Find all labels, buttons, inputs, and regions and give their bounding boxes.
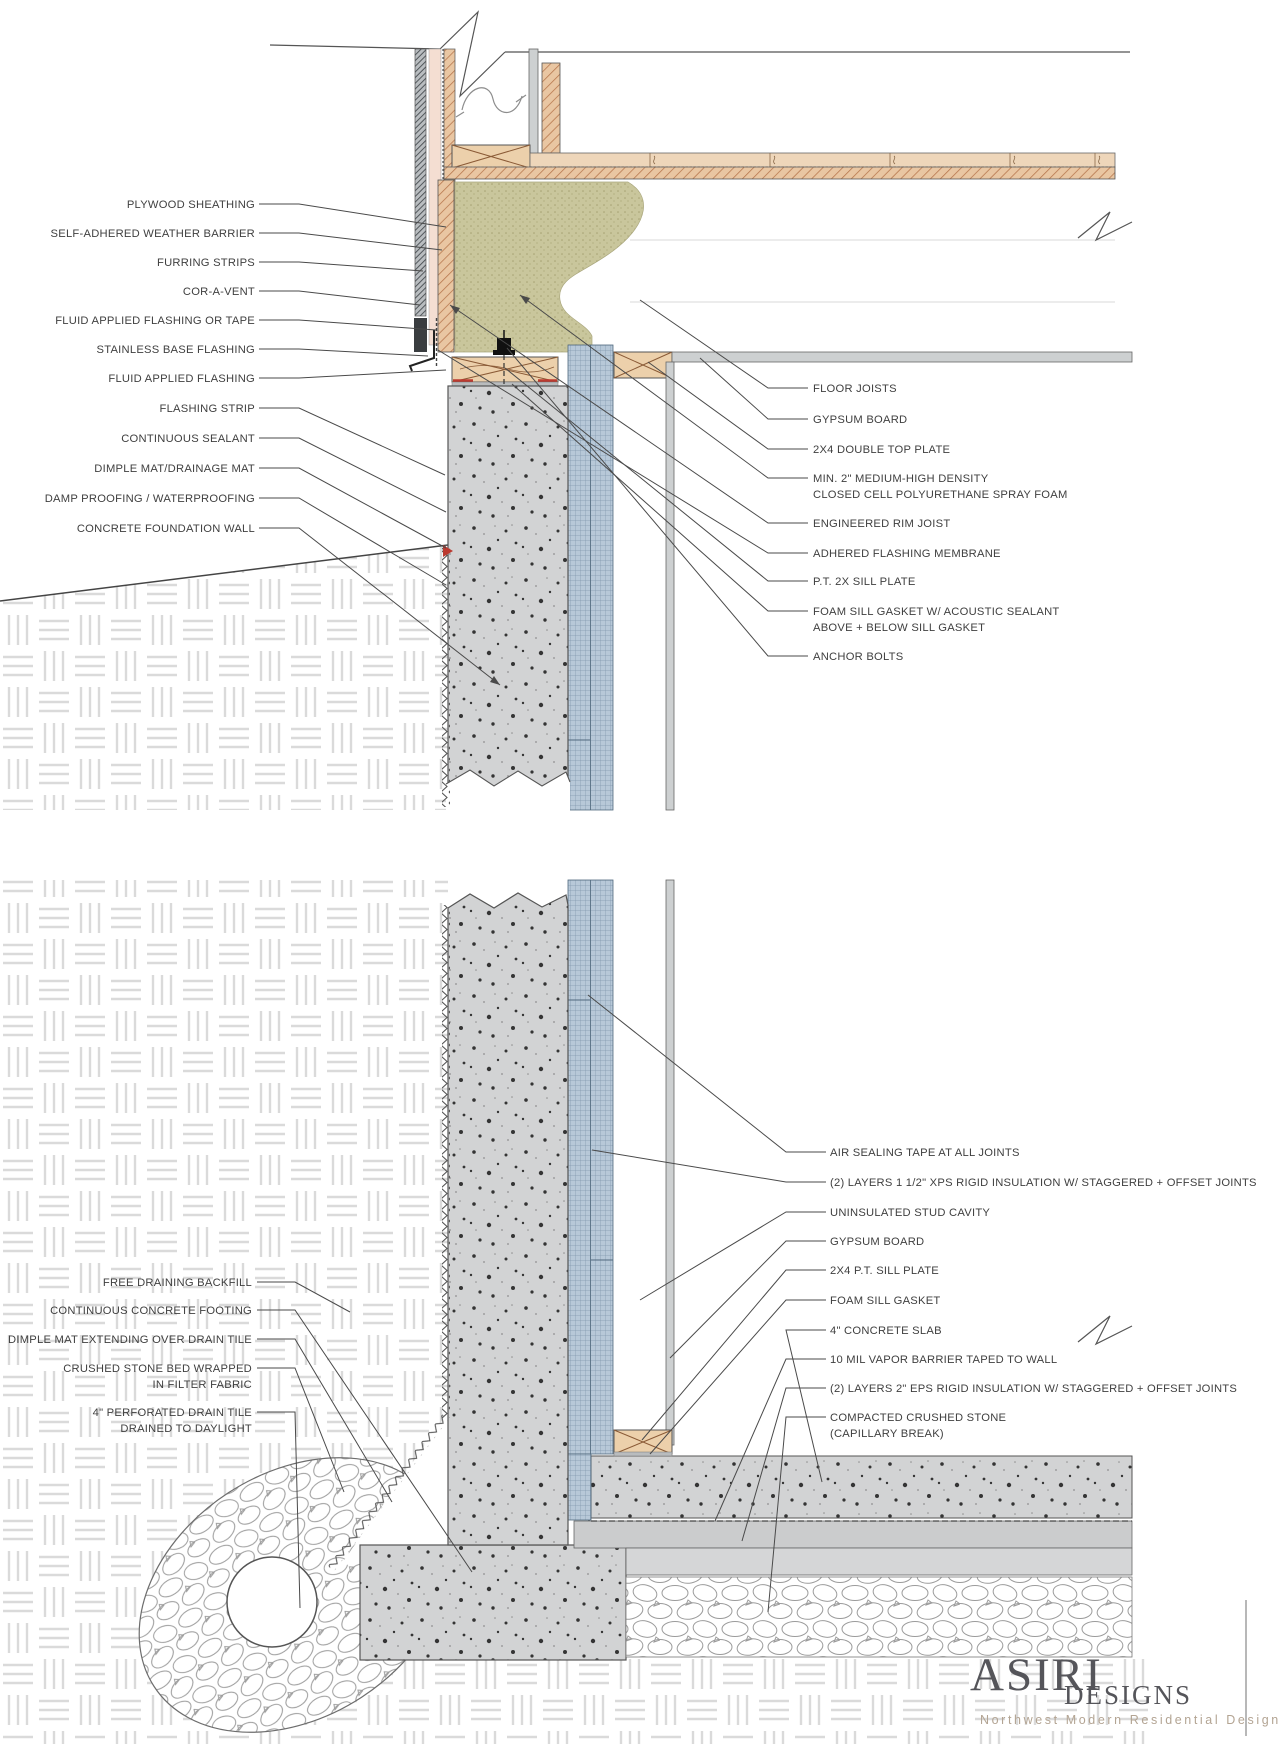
callout-xps-layers: (2) LAYERS 1 1/2" XPS RIGID INSULATION W… xyxy=(830,1177,1257,1189)
callouts-bottom-left: FREE DRAINING BACKFILL CONTINUOUS CONCRE… xyxy=(8,1277,252,1435)
callout-foam-sill-gasket: FOAM SILL GASKET xyxy=(830,1295,941,1307)
stainless-base-flashing xyxy=(408,330,435,372)
break-symbol-floor-right xyxy=(1077,211,1133,242)
callout-cor-a-vent: COR-A-VENT xyxy=(183,286,255,298)
eps-insulation-layer-1 xyxy=(573,1520,1133,1549)
perforated-drain-tile xyxy=(226,1556,318,1648)
callout-dimple-mat-drain: DIMPLE MAT EXTENDING OVER DRAIN TILE xyxy=(8,1334,252,1346)
callout-stone-bed-line2: IN FILTER FABRIC xyxy=(152,1379,252,1391)
leader-lines-top-right xyxy=(437,294,808,657)
callout-vapor-barrier: 10 MIL VAPOR BARRIER TAPED TO WALL xyxy=(830,1354,1057,1366)
logo-tagline: Northwest Modern Residential Design xyxy=(980,1713,1280,1727)
foam-sill-gasket-lower xyxy=(613,1451,673,1457)
callout-plywood-sheathing: PLYWOOD SHEATHING xyxy=(127,199,255,211)
callout-pt-sill-plate: 2X4 P.T. SILL PLATE xyxy=(830,1265,939,1277)
callout-sill-gasket-line1: FOAM SILL GASKET W/ ACOUSTIC SEALANT xyxy=(813,606,1059,618)
dimple-mat-over-drain xyxy=(327,1414,449,1571)
anchor-bolt xyxy=(493,330,515,450)
cor-a-vent xyxy=(414,318,427,352)
callout-dimple-mat: DIMPLE MAT/DRAINAGE MAT xyxy=(94,463,255,475)
dimple-mat-lower xyxy=(442,905,450,1418)
logo-brand-suffix: DESIGNS xyxy=(1064,1680,1192,1710)
callout-weather-barrier: SELF-ADHERED WEATHER BARRIER xyxy=(51,228,255,240)
engineered-rim-joist xyxy=(437,179,455,353)
logo-brand: ASIRI xyxy=(970,1649,1103,1701)
callout-eps-layers: (2) LAYERS 2" EPS RIGID INSULATION W/ ST… xyxy=(830,1383,1237,1395)
callout-gypsum-board-top: GYPSUM BOARD xyxy=(813,414,907,426)
floor-board-joints xyxy=(649,153,1101,167)
leader-lines-top-left xyxy=(259,203,501,686)
callout-crushed-stone-line2: (CAPILLARY BREAK) xyxy=(830,1428,944,1440)
wall-break-upper xyxy=(446,770,570,812)
callout-stone-bed-line1: CRUSHED STONE BED WRAPPED xyxy=(63,1363,252,1375)
callout-backfill: FREE DRAINING BACKFILL xyxy=(103,1277,252,1289)
compacted-crushed-stone xyxy=(625,1576,1133,1658)
callout-concrete-slab: 4" CONCRETE SLAB xyxy=(830,1325,942,1337)
callout-anchor-bolts: ANCHOR BOLTS xyxy=(813,651,903,663)
concrete-footing xyxy=(359,1544,627,1661)
callout-crushed-stone-line1: COMPACTED CRUSHED STONE xyxy=(830,1412,1006,1424)
dimple-mat-upper xyxy=(442,545,450,807)
callout-flashing-membrane: ADHERED FLASHING MEMBRANE xyxy=(813,548,1001,560)
callout-spray-foam-line2: CLOSED CELL POLYURETHANE SPRAY FOAM xyxy=(813,489,1068,501)
callout-air-sealing-tape: AIR SEALING TAPE AT ALL JOINTS xyxy=(830,1147,1020,1159)
upper-wall-bottom-plate xyxy=(451,144,531,169)
callout-furring-strips: FURRING STRIPS xyxy=(157,257,255,269)
leader-lines-bottom-right xyxy=(587,994,826,1613)
callout-continuous-sealant: CONTINUOUS SEALANT xyxy=(121,433,255,445)
callout-fluid-flashing-tape: FLUID APPLIED FLASHING OR TAPE xyxy=(55,315,255,327)
callouts-top-left: PLYWOOD SHEATHING SELF-ADHERED WEATHER B… xyxy=(45,199,255,535)
interior-trim-board xyxy=(541,62,561,154)
floor-joist-lines xyxy=(630,239,1115,303)
callouts-bottom-right: AIR SEALING TAPE AT ALL JOINTS (2) LAYER… xyxy=(830,1147,1257,1440)
callout-drain-tile-line2: DRAINED TO DAYLIGHT xyxy=(120,1423,252,1435)
gypsum-board-ceiling xyxy=(671,351,1133,363)
foundation-wall-upper xyxy=(447,385,569,811)
callout-drain-tile-line1: 4" PERFORATED DRAIN TILE xyxy=(93,1407,252,1419)
callout-double-top-plate: 2X4 DOUBLE TOP PLATE xyxy=(813,444,950,456)
gypsum-board-upper-wall xyxy=(528,48,539,158)
asiri-designs-logo: ASIRI DESIGNS Northwest Modern Residenti… xyxy=(970,1649,1280,1727)
break-symbol-slab-right xyxy=(1077,1315,1133,1346)
subfloor xyxy=(443,166,1116,180)
callout-damp-proofing: DAMP PROOFING / WATERPROOFING xyxy=(45,493,255,505)
callout-flashing-strip: FLASHING STRIP xyxy=(159,403,255,415)
callout-sill-plate-top: P.T. 2X SILL PLATE xyxy=(813,576,916,588)
closed-cell-spray-foam xyxy=(454,181,644,353)
callout-floor-joists: FLOOR JOISTS xyxy=(813,383,897,395)
concrete-slab xyxy=(590,1455,1133,1519)
callout-foundation-wall: CONCRETE FOUNDATION WALL xyxy=(77,523,255,535)
callout-gypsum-board-bottom: GYPSUM BOARD xyxy=(830,1236,924,1248)
double-top-plate xyxy=(613,351,673,379)
callout-spray-foam-line1: MIN. 2" MEDIUM-HIGH DENSITY xyxy=(813,473,989,485)
callouts-top-right: FLOOR JOISTS GYPSUM BOARD 2X4 DOUBLE TOP… xyxy=(813,383,1068,663)
wall-cavity-break-symbol xyxy=(455,87,527,118)
grade-line xyxy=(0,544,449,602)
foundation-wall-lower xyxy=(447,892,569,1546)
callout-sill-gasket-line2: ABOVE + BELOW SILL GASKET xyxy=(813,622,985,634)
callout-stainless-flashing: STAINLESS BASE FLASHING xyxy=(97,344,256,356)
callout-footing: CONTINUOUS CONCRETE FOOTING xyxy=(50,1305,252,1317)
pt-sill-plate-lower xyxy=(613,1429,673,1455)
callout-stud-cavity: UNINSULATED STUD CAVITY xyxy=(830,1207,990,1219)
furring-strips xyxy=(414,48,427,317)
pt-2x-sill-plate xyxy=(451,356,559,383)
callout-rim-joist: ENGINEERED RIM JOIST xyxy=(813,518,950,530)
callout-fluid-flashing: FLUID APPLIED FLASHING xyxy=(108,373,255,385)
eps-insulation-layer-2 xyxy=(625,1547,1133,1576)
finish-floor xyxy=(529,152,1116,168)
leader-lines-bottom-left xyxy=(257,1281,473,1609)
gypsum-board-upper-basement xyxy=(665,361,675,811)
break-line-top xyxy=(269,10,1130,98)
